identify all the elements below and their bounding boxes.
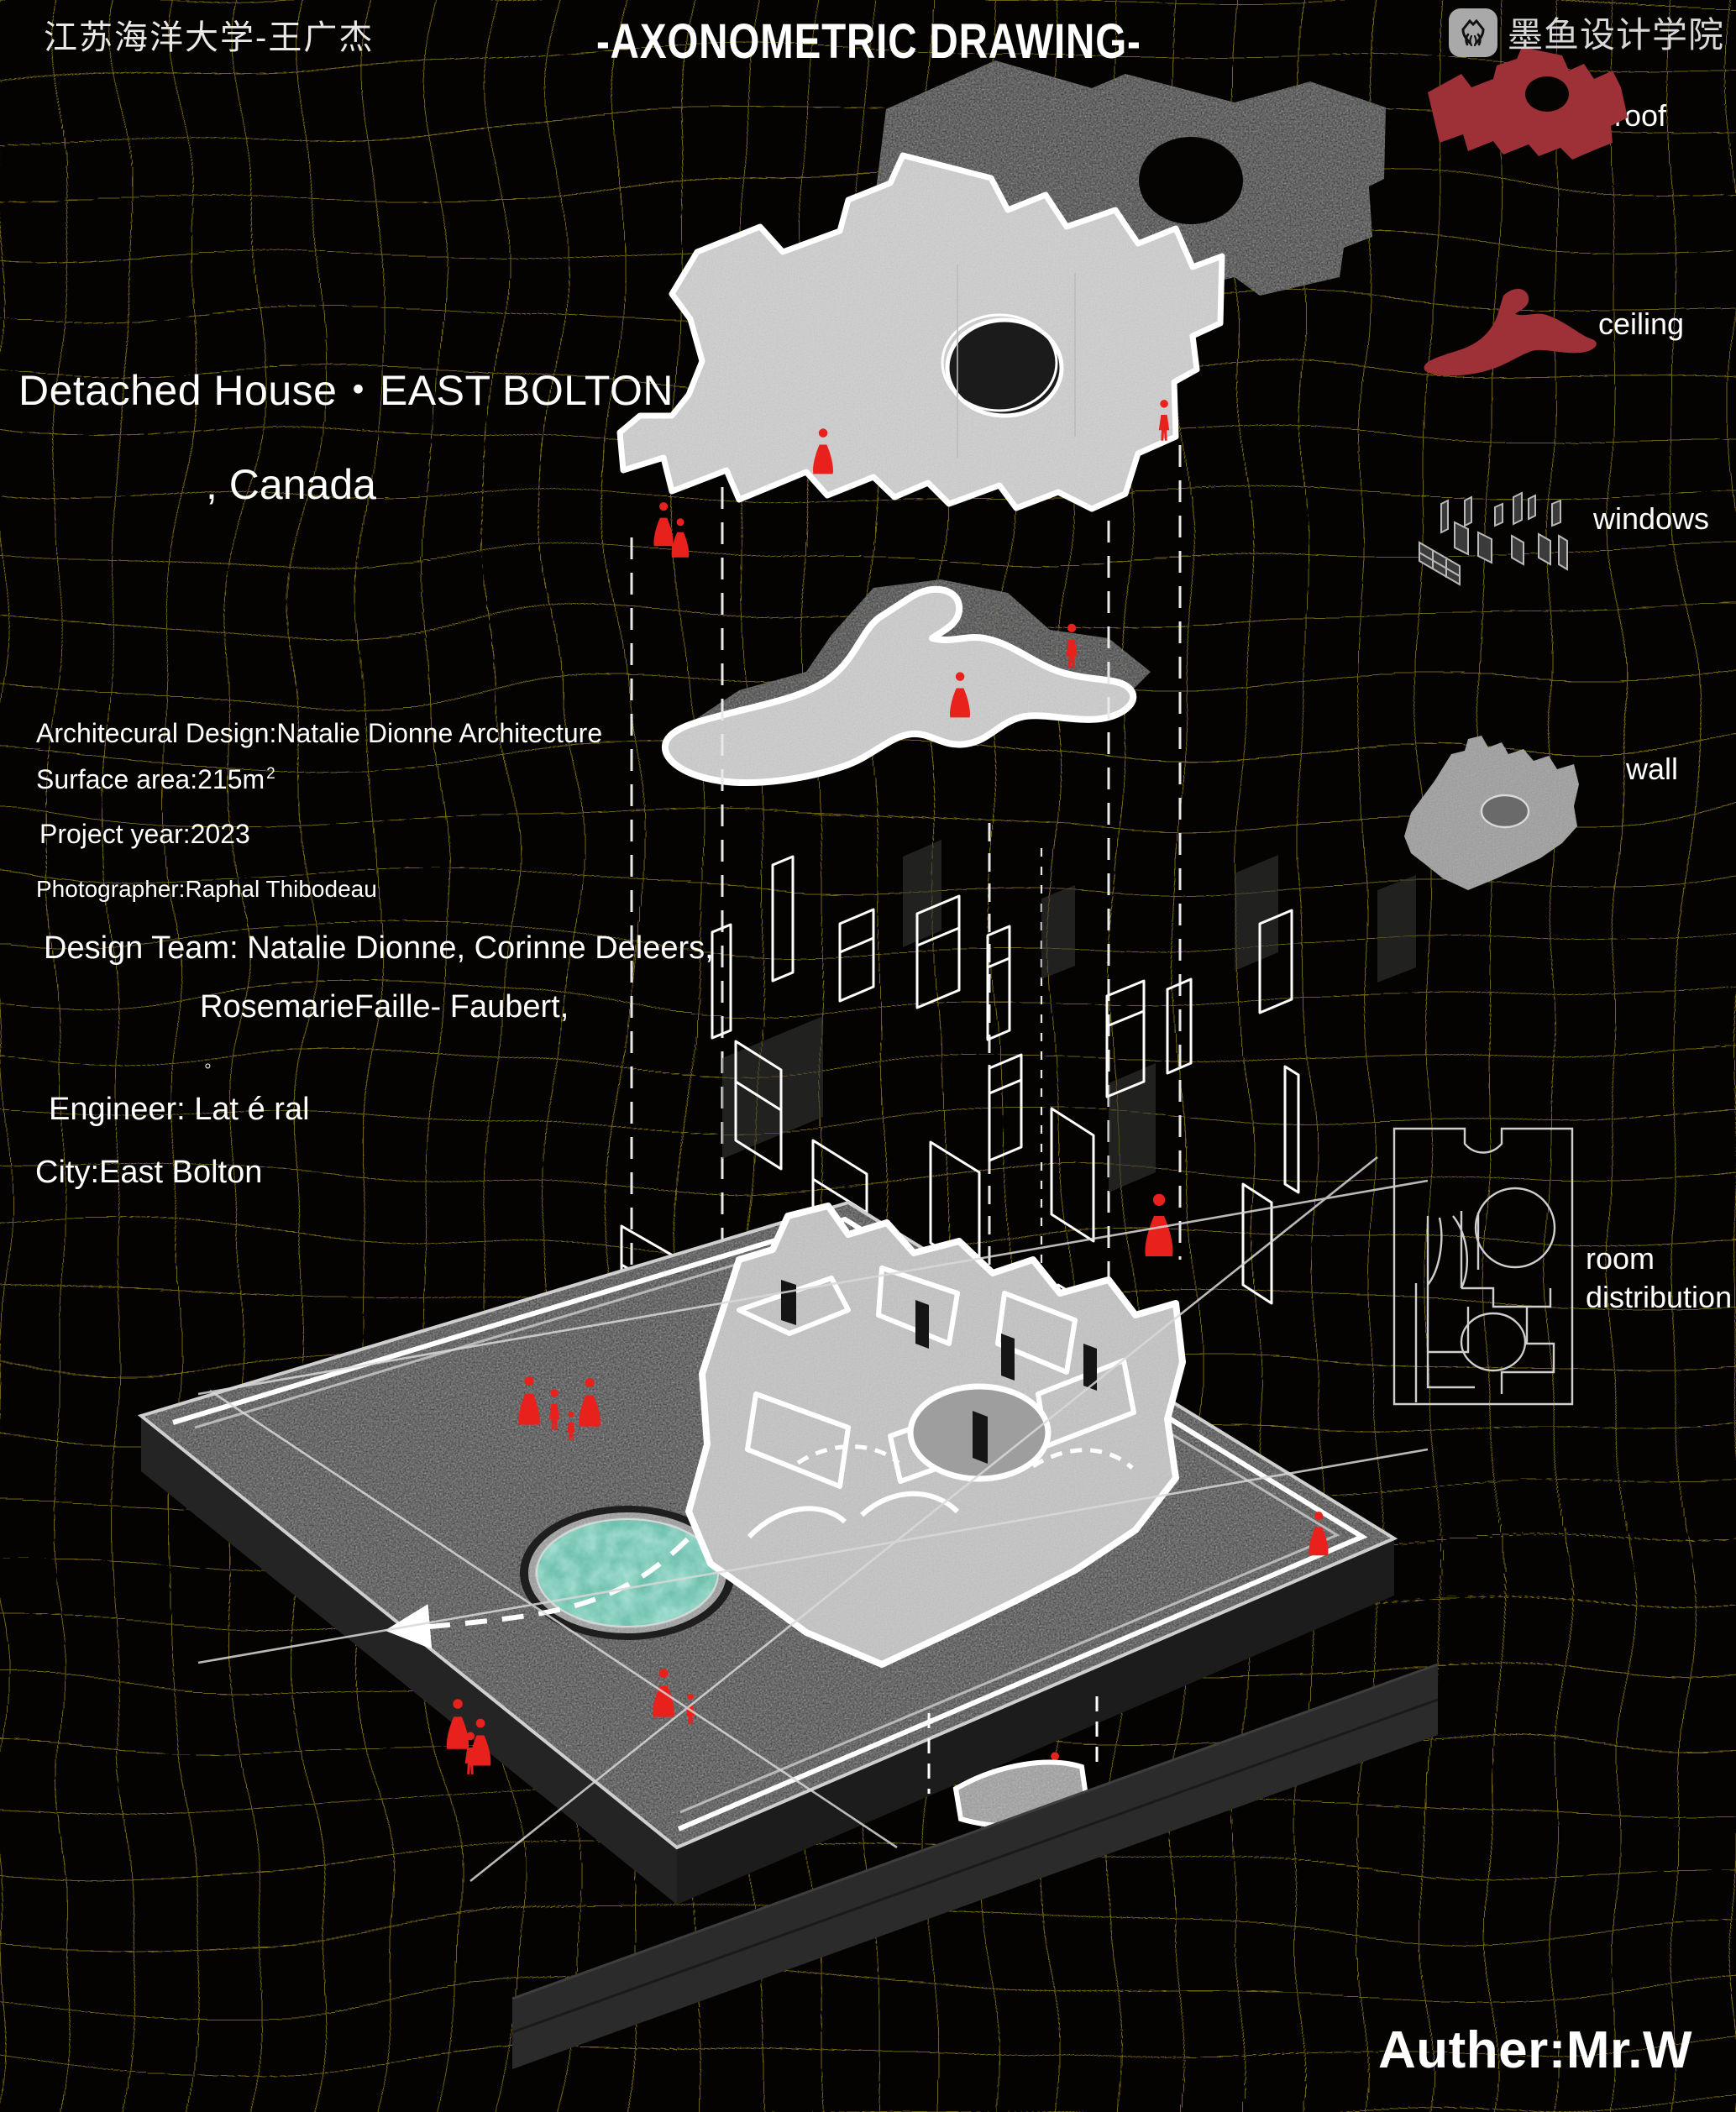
credit-surface-area-text: Surface area:215m xyxy=(36,764,265,794)
university-name: 江苏海洋大学-王广杰 xyxy=(44,19,375,56)
author-credit: Auther:Mr.W xyxy=(1377,2021,1692,2079)
credit-city: City:East Bolton xyxy=(35,1155,263,1190)
legend-label-windows: windows xyxy=(1593,501,1710,536)
degree-mark: ° xyxy=(204,1060,212,1081)
brand-logo: 墨鱼设计学院 xyxy=(1448,7,1724,58)
legend-label-ceiling: ceiling xyxy=(1598,307,1685,341)
credit-project-year: Project year:2023 xyxy=(39,819,250,849)
credit-design-team-line2: RosemarieFaille- Faubert, xyxy=(200,989,569,1025)
credit-architectural-design: Architecural Design:Natalie Dionne Archi… xyxy=(36,718,603,748)
legend-label-roof: roof xyxy=(1614,98,1667,133)
legend-label-room-distribution: room distribution xyxy=(1586,1241,1733,1315)
legend-label-wall: wall xyxy=(1626,752,1679,786)
credit-surface-area-superscript: 2 xyxy=(266,765,275,783)
brand-name: 墨鱼设计学院 xyxy=(1507,15,1724,55)
credit-photographer: Photographer:Raphal Thibodeau xyxy=(36,876,377,902)
credit-design-team-line1: Design Team: Natalie Dionne, Corinne Del… xyxy=(44,930,714,966)
project-country: , Canada xyxy=(206,461,376,508)
cuttlefish-icon xyxy=(1448,8,1497,57)
credit-engineer: Engineer: Lat é ral xyxy=(49,1092,310,1127)
project-title: Detached House・EAST BOLTON xyxy=(18,367,674,414)
page-title: -AXONOMETRIC DRAWING- xyxy=(596,14,1141,69)
